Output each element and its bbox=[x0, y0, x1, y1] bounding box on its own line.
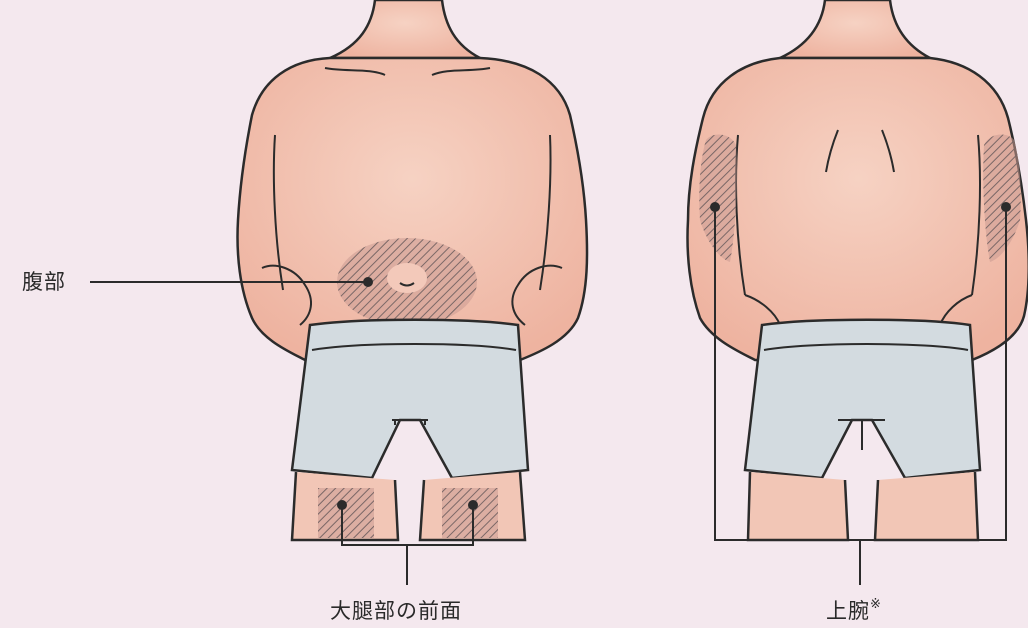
thigh-front-label: 大腿部の前面 bbox=[330, 595, 462, 625]
abdomen-label: 腹部 bbox=[22, 266, 66, 296]
navel bbox=[387, 263, 427, 293]
upper-arm-label: 上腕 bbox=[826, 599, 870, 623]
back-torso bbox=[688, 58, 1028, 360]
left-thigh-injection-area bbox=[318, 488, 374, 538]
front-neck bbox=[330, 0, 480, 58]
back-figure bbox=[688, 0, 1028, 540]
back-neck bbox=[780, 0, 930, 58]
upper-arm-label-group: 上腕※ bbox=[826, 595, 882, 625]
back-left-leg bbox=[748, 472, 848, 540]
upper-arm-note-mark: ※ bbox=[870, 597, 882, 612]
right-thigh-injection-area bbox=[442, 488, 498, 538]
front-figure bbox=[238, 0, 588, 540]
back-right-leg bbox=[875, 472, 978, 540]
